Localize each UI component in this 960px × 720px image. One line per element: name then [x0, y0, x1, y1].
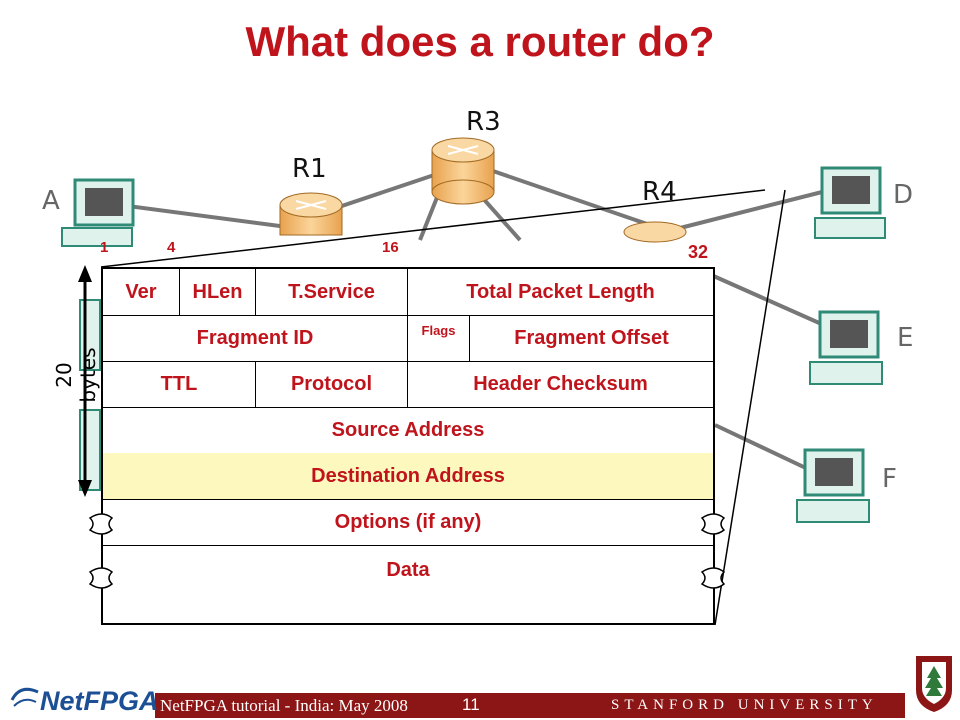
field-tservice: T.Service	[255, 269, 407, 315]
bit-position-16: 16	[382, 239, 399, 256]
field-ttl: TTL	[160, 372, 198, 395]
university-name: STANFORD UNIVERSITY	[611, 697, 878, 713]
bit-position-32: 32	[688, 242, 709, 262]
header-row-4: Source Address	[103, 407, 713, 454]
router-r4-icon	[623, 221, 687, 243]
host-label-d: D	[893, 180, 914, 210]
zoom-lines	[100, 189, 786, 626]
field-hlen: HLen	[179, 269, 255, 315]
field-header-checksum: Header Checksum	[407, 361, 713, 407]
field-source-address: Source Address	[331, 418, 485, 441]
stanford-seal-icon	[916, 656, 952, 712]
router-label-r4: R4	[642, 177, 677, 207]
router-label-r3: R3	[466, 107, 501, 137]
host-label-e: E	[897, 323, 914, 353]
header-row-2: Fragment ID Flags Fragment Offset	[103, 315, 713, 362]
router-r1-icon	[279, 192, 343, 236]
ip-header-table: Ver HLen T.Service Total Packet Length F…	[101, 267, 715, 625]
host-label-f: F	[882, 464, 897, 494]
header-row-3: TTL Protocol Header Checksum	[103, 361, 713, 408]
header-row-7: Data	[103, 545, 713, 595]
netfpga-logo-text: NetFPGA	[40, 686, 159, 716]
footer-text: NetFPGA tutorial - India: May 2008	[160, 696, 408, 715]
field-total-length: Total Packet Length	[407, 269, 713, 315]
header-size-label: 20 bytes	[52, 347, 100, 403]
field-fragment-id: Fragment ID	[196, 326, 314, 349]
router-label-r1: R1	[292, 154, 327, 184]
field-ver: Ver	[125, 280, 157, 303]
field-options: Options (if any)	[334, 510, 482, 533]
header-row-5: Destination Address	[103, 453, 713, 500]
bytes-span-arrow	[78, 265, 92, 497]
slide-title: What does a router do?	[245, 18, 715, 65]
field-fragment-offset: Fragment Offset	[469, 315, 713, 361]
router-r3-icon	[431, 137, 495, 205]
host-a-icon	[61, 178, 135, 247]
netfpga-logo-icon	[10, 687, 39, 707]
host-e-icon	[809, 310, 883, 385]
bit-position-4: 4	[167, 239, 176, 256]
field-protocol: Protocol	[255, 361, 407, 407]
host-f-icon	[796, 448, 870, 523]
field-data: Data	[386, 558, 430, 581]
field-destination-address: Destination Address	[311, 464, 505, 487]
break-marks	[88, 513, 726, 589]
header-row-6: Options (if any)	[103, 499, 713, 546]
slide-number: 11	[462, 695, 480, 714]
host-label-a: A	[42, 186, 60, 216]
header-row-1: Ver HLen T.Service Total Packet Length	[103, 269, 713, 316]
bit-position-1: 1	[100, 239, 109, 256]
footer-bar	[155, 693, 905, 718]
host-d-icon	[814, 166, 886, 239]
field-flags: Flags	[407, 315, 469, 361]
